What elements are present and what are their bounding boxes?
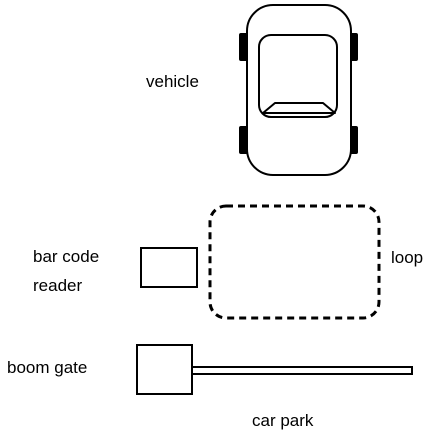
bar-code-reader-label-line2: reader xyxy=(33,276,82,295)
vehicle xyxy=(239,4,358,176)
vehicle-rear-window xyxy=(262,102,336,114)
boom-gate-box xyxy=(136,344,193,395)
bar-code-reader-label-line1: bar code xyxy=(33,247,99,266)
vehicle-cabin xyxy=(258,34,338,118)
loop-label: loop xyxy=(391,248,423,267)
vehicle-label: vehicle xyxy=(146,72,199,91)
vehicle-wheel-front-left xyxy=(239,33,248,61)
boom-gate-label: boom gate xyxy=(7,358,87,377)
vehicle-wheel-rear-left xyxy=(239,126,248,154)
induction-loop xyxy=(208,204,381,320)
bar-code-reader-box xyxy=(140,247,198,288)
car-park-label: car park xyxy=(252,411,314,430)
boom-gate-arm xyxy=(191,366,413,375)
